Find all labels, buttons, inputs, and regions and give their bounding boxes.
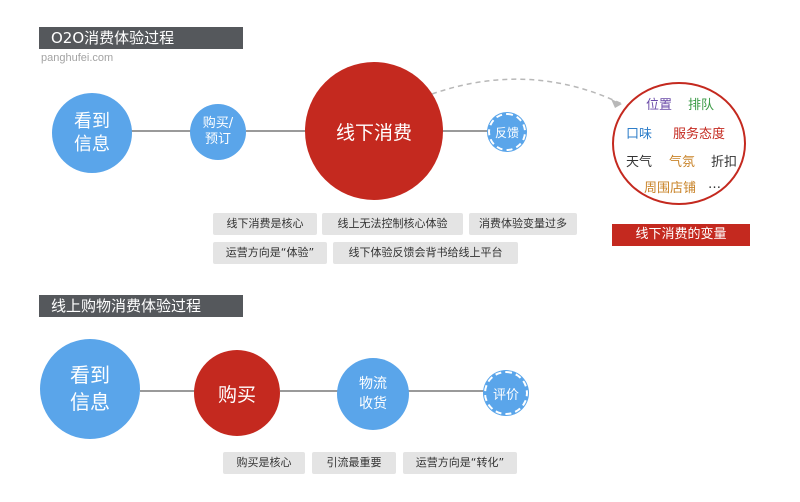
tag-feedback-endorse: 线下体验反馈会背书给线上平台 — [333, 242, 518, 264]
online-node-see-info: 看到 信息 — [40, 339, 140, 439]
node-label: 购买 — [217, 383, 256, 406]
node-feedback: 反馈 — [488, 113, 526, 151]
variable-discount: 折扣 — [711, 155, 738, 170]
variable-atmosphere: 气氛 — [669, 155, 696, 170]
variables-label: 线下消费的变量 — [612, 224, 750, 246]
dashed-arrow — [431, 78, 623, 105]
variable-service: 服务态度 — [673, 127, 726, 142]
node-see-info: 看到 信息 — [52, 93, 132, 173]
online-node-purchase: 购买 — [194, 350, 280, 436]
variable-taste: 口味 — [626, 127, 653, 142]
connector-line — [140, 390, 196, 392]
online-node-review: 评价 — [484, 371, 528, 415]
connector-line — [408, 390, 484, 392]
variable-queue: 排队 — [688, 98, 715, 113]
tag-no-control: 线上无法控制核心体验 — [322, 213, 463, 235]
tag-too-many-variables: 消费体验变量过多 — [469, 213, 577, 235]
node-label: 物流 收货 — [359, 376, 387, 412]
node-label: 看到 信息 — [70, 363, 110, 414]
node-label: 购买/ 预订 — [202, 116, 234, 147]
tag-purchase-core: 购买是核心 — [223, 452, 305, 474]
online-section-title: 线上购物消费体验过程 — [39, 295, 243, 317]
node-purchase-reserve: 购买/ 预订 — [190, 104, 246, 160]
connector-line — [280, 390, 338, 392]
variables-circle — [612, 82, 746, 205]
tag-offline-core: 线下消费是核心 — [213, 213, 317, 235]
node-label: 评价 — [492, 387, 519, 403]
connector-line — [440, 130, 488, 132]
node-label: 反馈 — [494, 125, 519, 140]
node-offline-consumption: 线下消费 — [305, 62, 443, 200]
online-node-logistics: 物流 收货 — [337, 358, 409, 430]
o2o-section-title: O2O消费体验过程 — [39, 27, 243, 49]
watermark: panghufei.com — [41, 52, 114, 64]
variable-weather: 天气 — [626, 155, 653, 170]
tag-direction-experience: 运营方向是“体验” — [213, 242, 327, 264]
connector-line — [130, 130, 192, 132]
variable-location: 位置 — [646, 98, 673, 113]
tag-traffic-important: 引流最重要 — [312, 452, 396, 474]
arrow-head — [611, 99, 622, 108]
tag-direction-conversion: 运营方向是“转化” — [403, 452, 517, 474]
variable-nearby-shops: 周围店铺 — [644, 181, 697, 196]
variable-etc: … — [708, 177, 721, 192]
connector-line — [246, 130, 308, 132]
node-label: 看到 信息 — [74, 111, 110, 155]
node-label: 线下消费 — [335, 121, 412, 144]
